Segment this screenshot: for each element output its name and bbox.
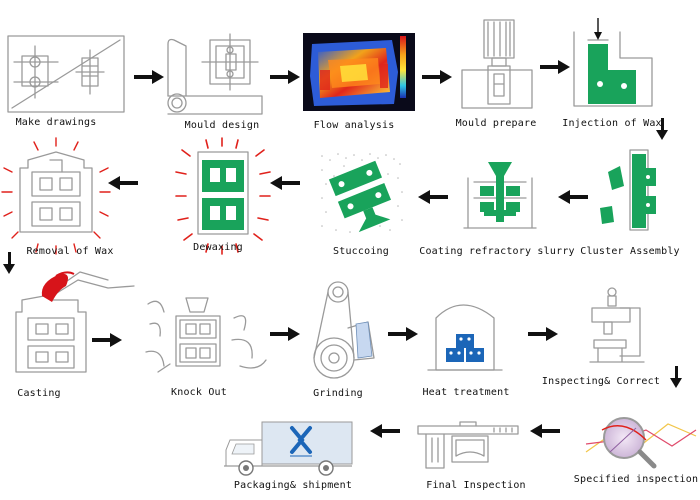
step-label-specified-inspection: Specified inspection xyxy=(573,474,699,485)
step-label-packaging-shipment: Packaging& shipment xyxy=(233,480,353,491)
arrow-right xyxy=(134,70,164,84)
dewax-heat-detail xyxy=(175,137,271,255)
arrow-right xyxy=(388,327,418,341)
step-label-final-inspection: Final Inspection xyxy=(426,480,526,491)
mould-design-icon xyxy=(167,33,263,115)
step-label-inspecting-correct: Inspecting& Correct xyxy=(541,376,661,387)
truck-icon xyxy=(224,421,353,476)
arrow-right xyxy=(270,327,300,341)
step-label-coating-refractory-slurry: Coating refractory slurry xyxy=(419,246,575,257)
magnifier-graph-icon xyxy=(585,417,697,469)
furnace-icon xyxy=(427,304,503,371)
arrow-right xyxy=(540,60,570,74)
arrow-left xyxy=(270,176,300,190)
arrow-left xyxy=(370,424,400,438)
arrow-down xyxy=(3,252,15,274)
arrow-left xyxy=(418,190,448,204)
step-label-removal-of-wax: Removal of Wax xyxy=(26,246,114,257)
arrow-right xyxy=(92,333,122,347)
step-label-flow-analysis: Flow analysis xyxy=(313,120,395,131)
furnace-parts-detail xyxy=(446,334,484,362)
casting-shell-icon xyxy=(15,271,135,373)
arrow-down xyxy=(670,366,682,388)
removal-heat-marks xyxy=(1,137,111,255)
drawing-icon xyxy=(7,35,125,113)
flow-arrows xyxy=(3,60,682,438)
flow-analysis-heatmap-icon xyxy=(303,33,415,111)
arrow-right xyxy=(270,70,300,84)
step-label-casting: Casting xyxy=(17,388,61,399)
arrow-left xyxy=(558,190,588,204)
step-label-stuccoing: Stuccoing xyxy=(333,246,389,257)
cluster-parts-icon xyxy=(629,149,649,231)
step-label-injection-of-wax: Injection of Wax xyxy=(562,118,662,129)
arrow-left xyxy=(108,176,138,190)
arrow-down xyxy=(656,118,668,140)
ladle-pour-icon xyxy=(41,271,75,302)
coating-tree-detail xyxy=(480,162,520,222)
brand-logo xyxy=(290,426,312,457)
dewax-heat-icon xyxy=(197,151,249,235)
step-label-knock-out: Knock Out xyxy=(171,387,227,398)
caliper-icon xyxy=(417,421,519,469)
step-label-grinding: Grinding xyxy=(313,388,363,399)
cluster-parts-detail xyxy=(600,154,656,228)
wax-injection-detail xyxy=(588,18,636,104)
step-label-dewaxing: Dewaxing xyxy=(193,242,243,253)
step-label-cluster-assembly: Cluster Assembly xyxy=(580,246,680,257)
step-label-make-drawings: Make drawings xyxy=(15,117,97,128)
step-label-mould-prepare: Mould prepare xyxy=(455,118,537,129)
press-icon xyxy=(589,287,645,363)
broken-shell-icon xyxy=(145,297,267,373)
empty-shell-icon xyxy=(19,151,93,233)
arrow-left xyxy=(530,424,560,438)
stucco-sand-icon xyxy=(318,152,404,234)
arrow-right xyxy=(422,70,452,84)
step-label-mould-design: Mould design xyxy=(184,120,260,131)
mould-press-icon xyxy=(461,19,533,109)
step-label-heat-treatment: Heat treatment xyxy=(422,387,510,398)
arrow-right xyxy=(528,327,558,341)
grinding-part-detail xyxy=(355,321,373,359)
